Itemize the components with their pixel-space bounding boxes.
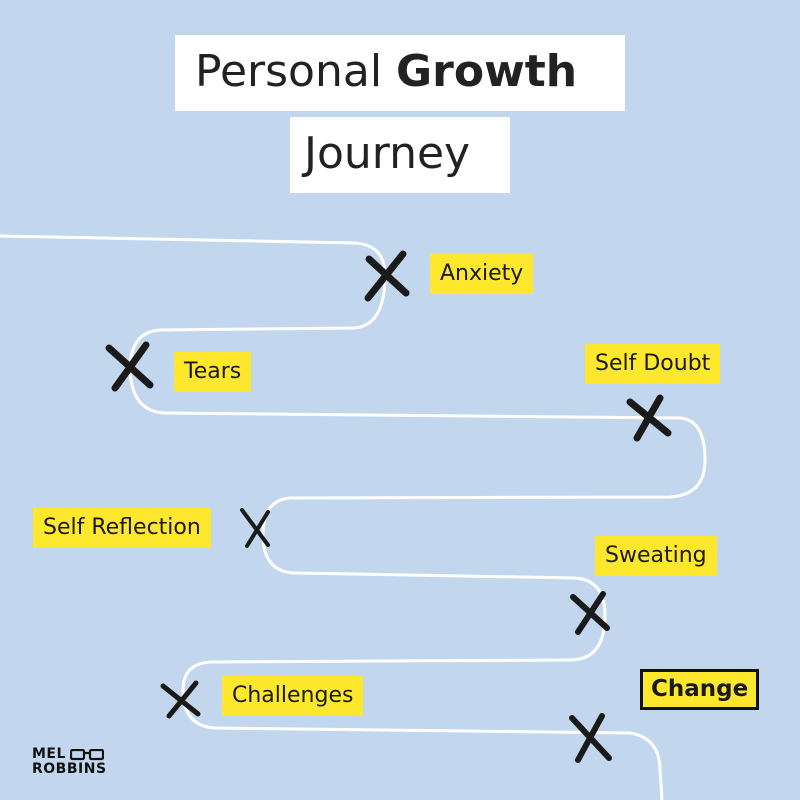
x-mark-icon bbox=[105, 341, 154, 392]
glasses-icon bbox=[69, 748, 104, 760]
brand-line-2: ROBBINS bbox=[32, 761, 107, 777]
milestone-label-challenges: Challenges bbox=[222, 676, 364, 716]
milestone-label-tears: Tears bbox=[174, 352, 252, 392]
x-mark-icon bbox=[160, 680, 201, 719]
title-prefix: Personal bbox=[195, 46, 397, 97]
title-line-2: Journey bbox=[290, 117, 510, 193]
milestone-label-self-reflection: Self Reflection bbox=[33, 508, 211, 548]
title-bold-word: Growth bbox=[396, 46, 578, 97]
milestone-label-anxiety: Anxiety bbox=[430, 254, 534, 294]
milestone-label-self-doubt: Self Doubt bbox=[585, 344, 721, 384]
x-mark-icon bbox=[626, 394, 672, 442]
journey-path bbox=[0, 234, 707, 800]
title-line-1: Personal Growth bbox=[175, 35, 625, 111]
x-mark-icon bbox=[569, 713, 612, 763]
x-mark-icon bbox=[240, 508, 270, 548]
x-mark-icon bbox=[570, 591, 610, 635]
brand-line-1: MEL bbox=[32, 746, 66, 762]
milestone-label-sweating: Sweating bbox=[595, 536, 717, 576]
x-mark-icon bbox=[364, 250, 410, 302]
milestone-label-change: Change bbox=[640, 669, 760, 710]
brand-logo: MEL ROBBINS bbox=[32, 747, 107, 777]
